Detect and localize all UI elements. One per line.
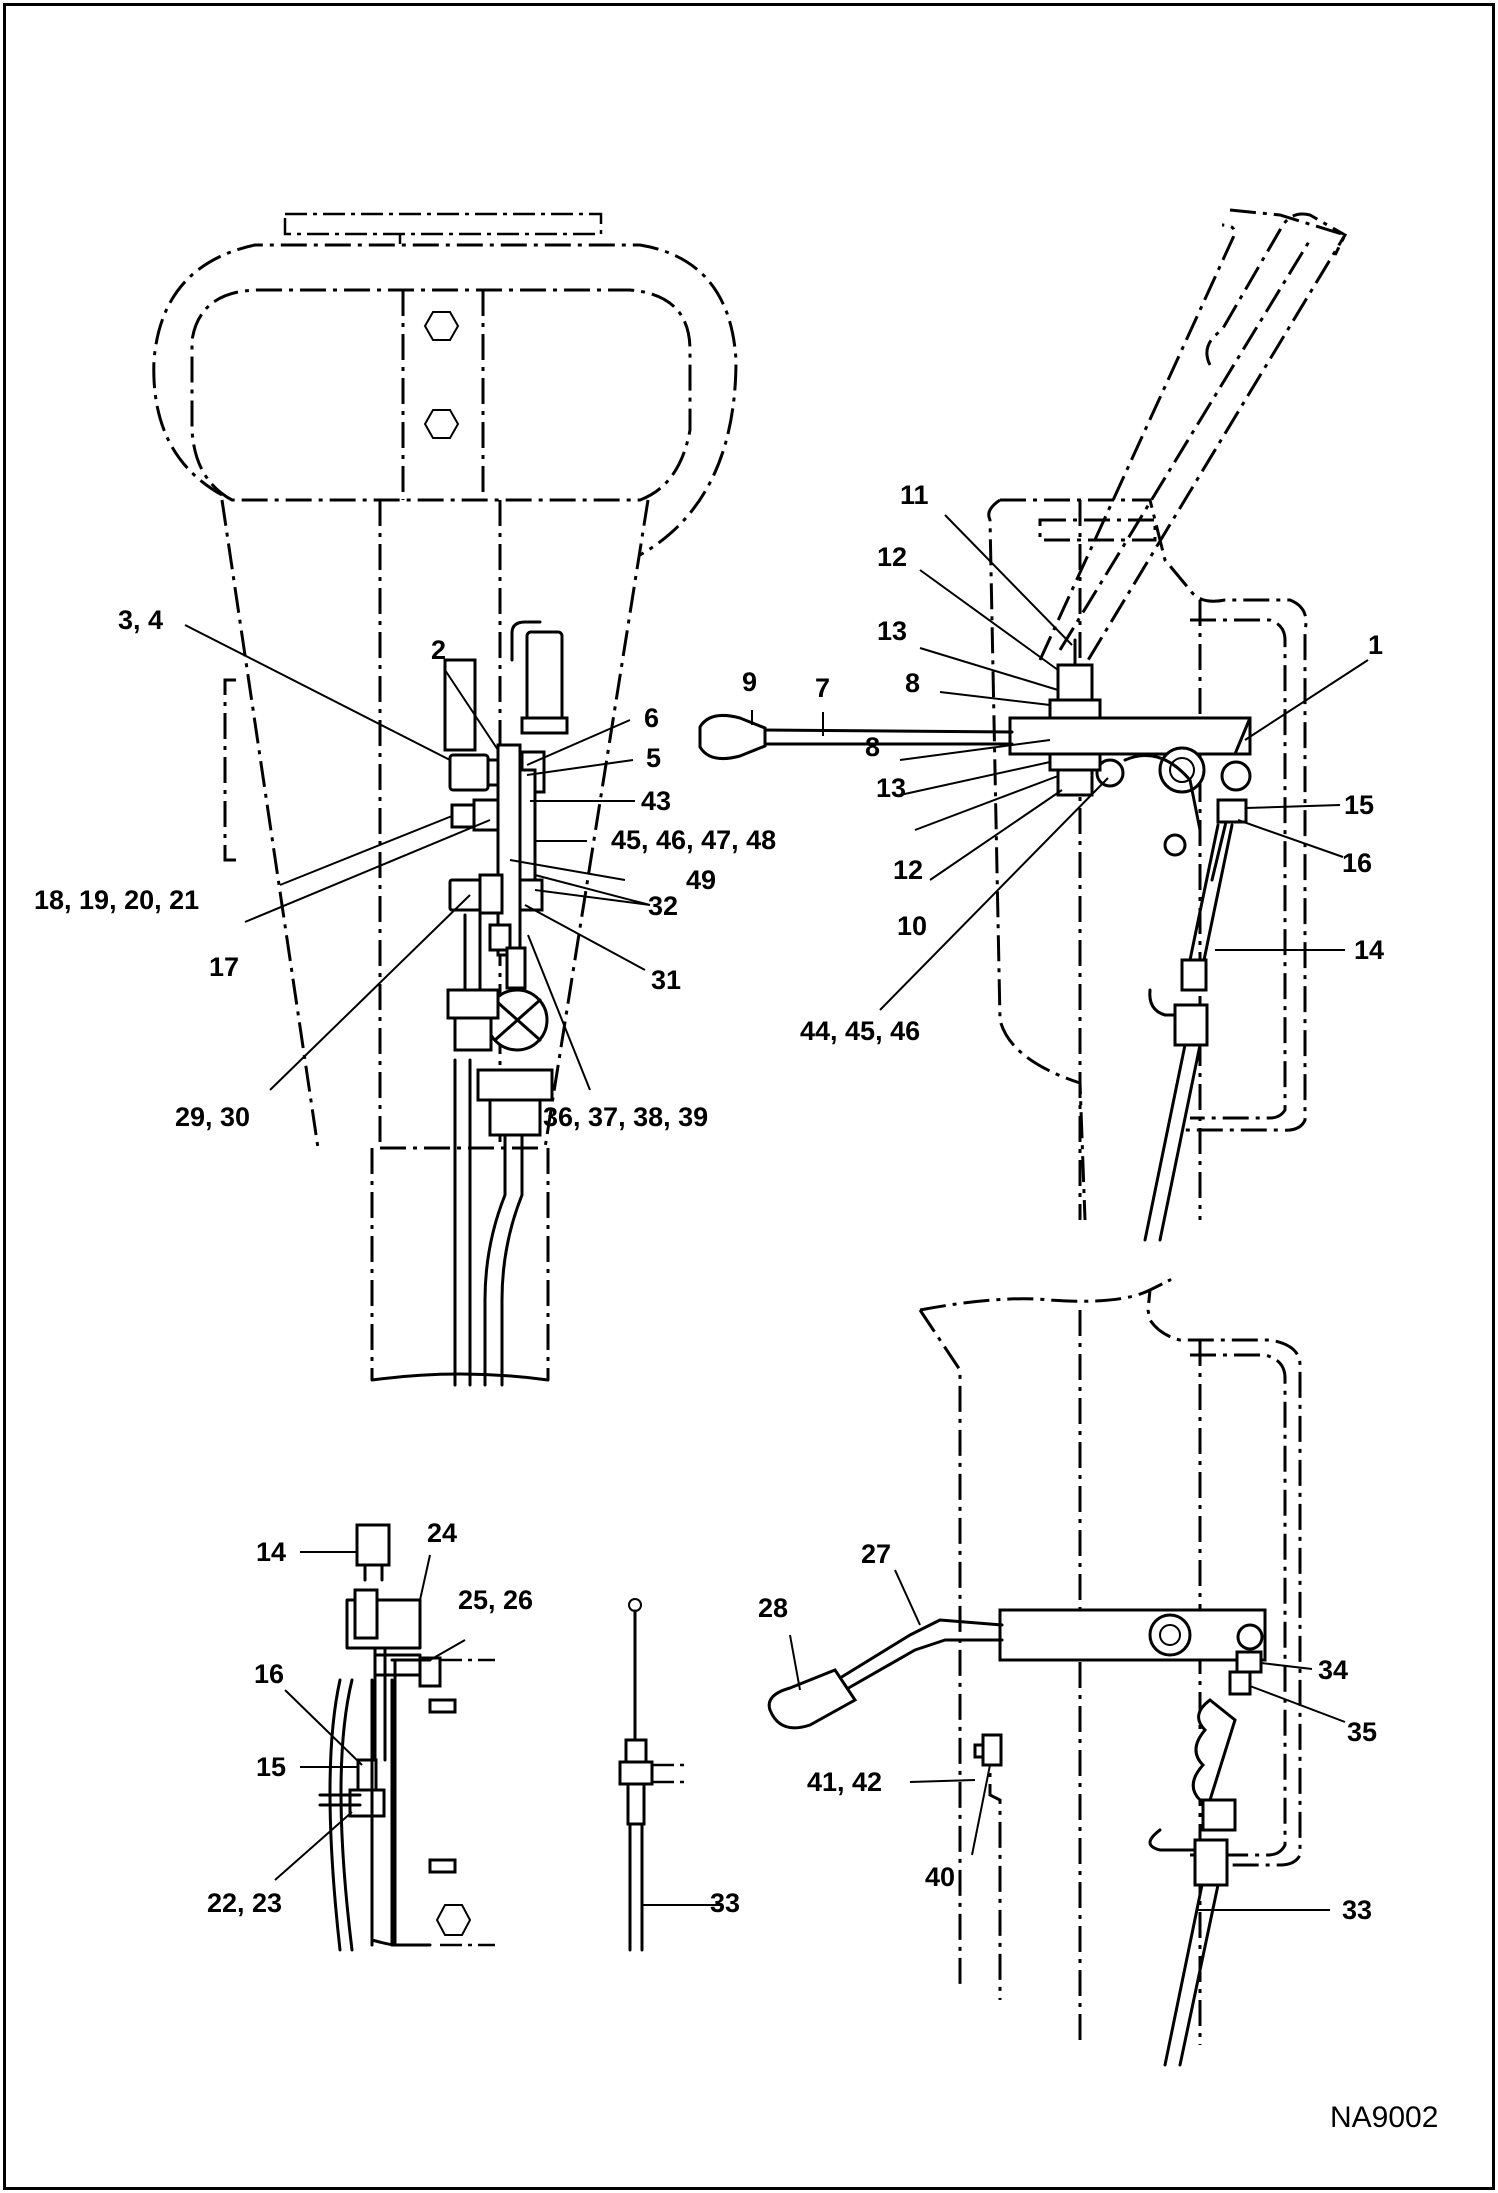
drawing-frame: [3, 3, 1495, 2190]
callout-11: 11: [900, 480, 929, 510]
callout-7: 7: [815, 673, 831, 703]
callout-10: 10: [897, 911, 928, 941]
lever-side-view: [698, 208, 1348, 1242]
callout-40: 40: [925, 1862, 956, 1892]
callout-3-4: 3, 4: [118, 605, 164, 635]
callout-34: 34: [1318, 1655, 1349, 1685]
cable-detail-view: [318, 1523, 685, 1952]
callout-15b: 15: [256, 1752, 287, 1782]
callout-16b: 16: [254, 1659, 285, 1689]
rear-view-assembly: [152, 212, 738, 1387]
callout-14a: 14: [1354, 935, 1385, 965]
callout-32: 32: [648, 891, 679, 921]
callout-41-42: 41, 42: [807, 1767, 883, 1797]
callout-24: 24: [427, 1518, 458, 1548]
leader-lines: [184, 514, 1369, 1911]
callout-13b: 13: [876, 773, 907, 803]
callout-36-39: 36, 37, 38, 39: [543, 1102, 709, 1132]
callout-33b: 33: [1342, 1895, 1373, 1925]
callout-17: 17: [209, 952, 240, 982]
callout-8b: 8: [865, 732, 881, 762]
lever-alt-view: [767, 1278, 1302, 2067]
callout-33a: 33: [710, 1888, 741, 1918]
callout-44-46: 44, 45, 46: [800, 1016, 921, 1046]
callout-6: 6: [644, 703, 660, 733]
callout-13a: 13: [877, 616, 908, 646]
callout-18-21: 18, 19, 20, 21: [34, 885, 200, 915]
callout-43: 43: [641, 786, 672, 816]
callout-35: 35: [1347, 1717, 1378, 1747]
callout-16a: 16: [1342, 848, 1373, 878]
callout-49: 49: [686, 865, 717, 895]
callout-1: 1: [1368, 630, 1384, 660]
drawing-code: NA9002: [1330, 2101, 1439, 2134]
callout-45-48: 45, 46, 47, 48: [611, 825, 777, 855]
callout-27: 27: [861, 1539, 892, 1569]
callout-25-26: 25, 26: [458, 1585, 534, 1615]
callout-9: 9: [742, 667, 758, 697]
callout-14b: 14: [256, 1537, 287, 1567]
callout-8a: 8: [905, 668, 921, 698]
callout-28: 28: [758, 1593, 789, 1623]
callout-12a: 12: [877, 542, 908, 572]
callout-2: 2: [431, 635, 447, 665]
callout-5: 5: [646, 743, 662, 773]
callout-12b: 12: [893, 855, 924, 885]
callout-31: 31: [651, 965, 682, 995]
callout-15a: 15: [1344, 790, 1375, 820]
callout-29-30: 29, 30: [175, 1102, 251, 1132]
callout-22-23: 22, 23: [207, 1888, 283, 1918]
